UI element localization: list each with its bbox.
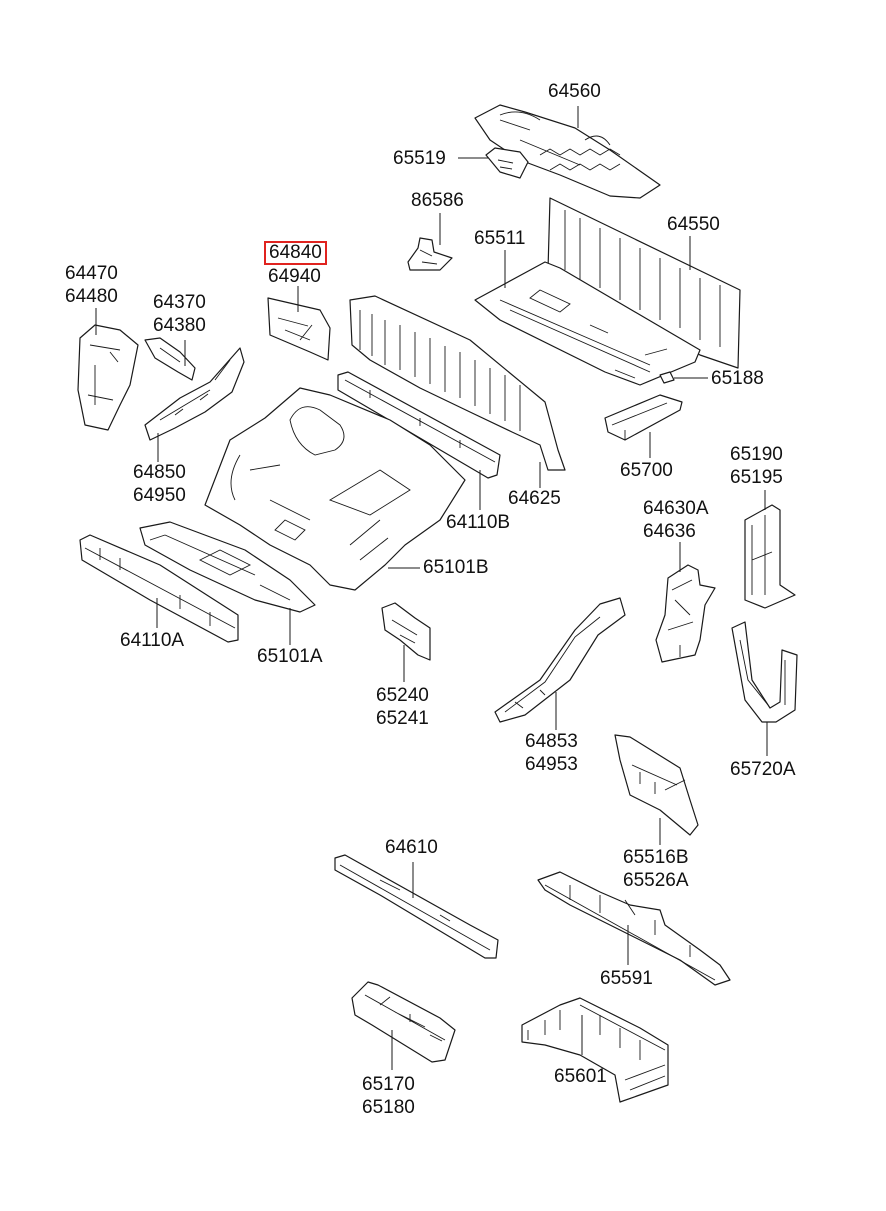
part-65700 xyxy=(604,394,683,458)
label-64950: 64950 xyxy=(133,485,186,506)
part-65519 xyxy=(458,147,529,179)
part-65591 xyxy=(537,871,731,986)
label-65188: 65188 xyxy=(711,368,764,389)
label-65601: 65601 xyxy=(554,1066,607,1087)
label-65101B: 65101B xyxy=(423,557,489,578)
label-64610: 64610 xyxy=(385,837,438,858)
label-65241: 65241 xyxy=(376,708,429,729)
label-64110A: 64110A xyxy=(120,630,185,651)
label-86586: 86586 xyxy=(411,190,464,211)
part-65101A xyxy=(139,521,316,645)
part-86586 xyxy=(407,213,453,271)
label-65195: 65195 xyxy=(730,467,783,488)
part-65188 xyxy=(659,371,708,384)
part-65720A xyxy=(731,621,798,756)
part-65601 xyxy=(521,997,669,1103)
label-65240: 65240 xyxy=(376,685,429,706)
part-65101B xyxy=(204,387,466,591)
part-64370 xyxy=(144,337,196,381)
label-65591: 65591 xyxy=(600,968,653,989)
label-64625: 64625 xyxy=(508,488,561,509)
label-65519: 65519 xyxy=(393,148,446,169)
part-65240 xyxy=(381,602,431,682)
label-65180: 65180 xyxy=(362,1097,415,1118)
label-64550: 64550 xyxy=(667,214,720,235)
label-64560: 64560 xyxy=(548,81,601,102)
part-64550-65511 xyxy=(474,197,741,386)
label-65170: 65170 xyxy=(362,1074,415,1095)
part-64630A xyxy=(655,542,716,663)
part-64110A xyxy=(79,534,239,643)
part-64840 xyxy=(267,286,331,361)
label-64470: 64470 xyxy=(65,263,118,284)
label-65700: 65700 xyxy=(620,460,673,481)
label-64380: 64380 xyxy=(153,315,206,336)
label-64636: 64636 xyxy=(643,521,696,542)
label-65511: 65511 xyxy=(474,228,526,249)
label-65516B: 65516B xyxy=(623,847,689,868)
part-64850 xyxy=(144,347,245,462)
label-64110B: 64110B xyxy=(446,512,511,533)
part-64625 xyxy=(349,295,566,488)
label-64480: 64480 xyxy=(65,286,118,307)
label-65101A: 65101A xyxy=(257,646,323,667)
label-64850: 64850 xyxy=(133,462,186,483)
part-64853 xyxy=(494,597,626,730)
part-64470 xyxy=(77,308,139,431)
label-64953: 64953 xyxy=(525,754,578,775)
label-65720A: 65720A xyxy=(730,759,796,780)
label-64853: 64853 xyxy=(525,731,578,752)
label-65190: 65190 xyxy=(730,444,783,465)
part-64610 xyxy=(334,854,499,959)
label-65526A: 65526A xyxy=(623,870,689,891)
label-64940: 64940 xyxy=(268,266,321,287)
part-65190 xyxy=(744,490,796,609)
label-64630A: 64630A xyxy=(643,498,709,519)
part-64110B xyxy=(337,371,501,510)
part-65170 xyxy=(351,981,456,1070)
label-64840-highlighted[interactable]: 64840 xyxy=(264,241,327,265)
label-64370: 64370 xyxy=(153,292,206,313)
part-65516B xyxy=(614,734,699,845)
